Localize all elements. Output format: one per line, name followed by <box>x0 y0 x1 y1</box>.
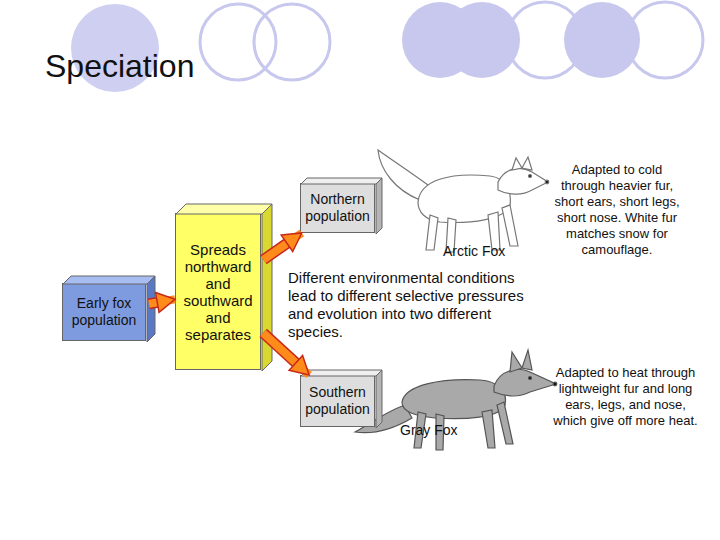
deco-circle <box>254 4 330 80</box>
gray-fox-illustration <box>355 350 557 450</box>
slide-title: Speciation <box>45 46 194 86</box>
fox-ear <box>522 157 532 170</box>
fox-nose <box>545 180 549 184</box>
box-label: Southern population <box>301 384 374 418</box>
annotation-text: Adapted to cold through heavier fur, sho… <box>552 162 682 258</box>
fox-ear <box>522 350 532 370</box>
box-side-face <box>262 204 272 371</box>
fox-nose <box>553 382 557 386</box>
process-box: Early fox population <box>62 283 146 341</box>
box-top-face <box>63 276 155 284</box>
annotation-text: Different environmental conditions lead … <box>288 269 540 341</box>
deco-circle <box>444 2 520 78</box>
deco-circle <box>627 2 703 78</box>
fox-eye <box>529 175 532 178</box>
box-label: Northern population <box>301 191 374 225</box>
fox-leg <box>497 402 513 444</box>
box-side-face <box>376 178 382 234</box>
process-box: Southern population <box>300 375 375 427</box>
annotation-text: Gray Fox <box>400 422 490 439</box>
box-top-face <box>176 204 272 214</box>
fox-ear <box>512 158 522 170</box>
box-side-face <box>147 276 155 342</box>
process-box: Northern population <box>300 183 375 233</box>
box-top-face <box>301 178 382 184</box>
fox-eye <box>529 377 532 380</box>
box-side-face <box>376 370 382 428</box>
box-label: Spreads northward and southward and sepa… <box>176 241 260 343</box>
arctic-fox-illustration <box>378 150 549 252</box>
annotation-text: Adapted to heat through lightweight fur … <box>553 365 698 429</box>
fox-leg <box>482 410 495 448</box>
deco-circle <box>564 2 640 78</box>
fox-head <box>498 168 548 194</box>
process-box: Spreads northward and southward and sepa… <box>175 213 261 370</box>
annotation-text: Arctic Fox <box>443 243 543 260</box>
fox-leg <box>502 205 518 246</box>
box-label: Early fox population <box>64 295 144 329</box>
fox-leg <box>426 215 438 250</box>
fox-ear <box>510 352 522 372</box>
box-top-face <box>301 370 382 376</box>
fox-head <box>494 369 556 395</box>
